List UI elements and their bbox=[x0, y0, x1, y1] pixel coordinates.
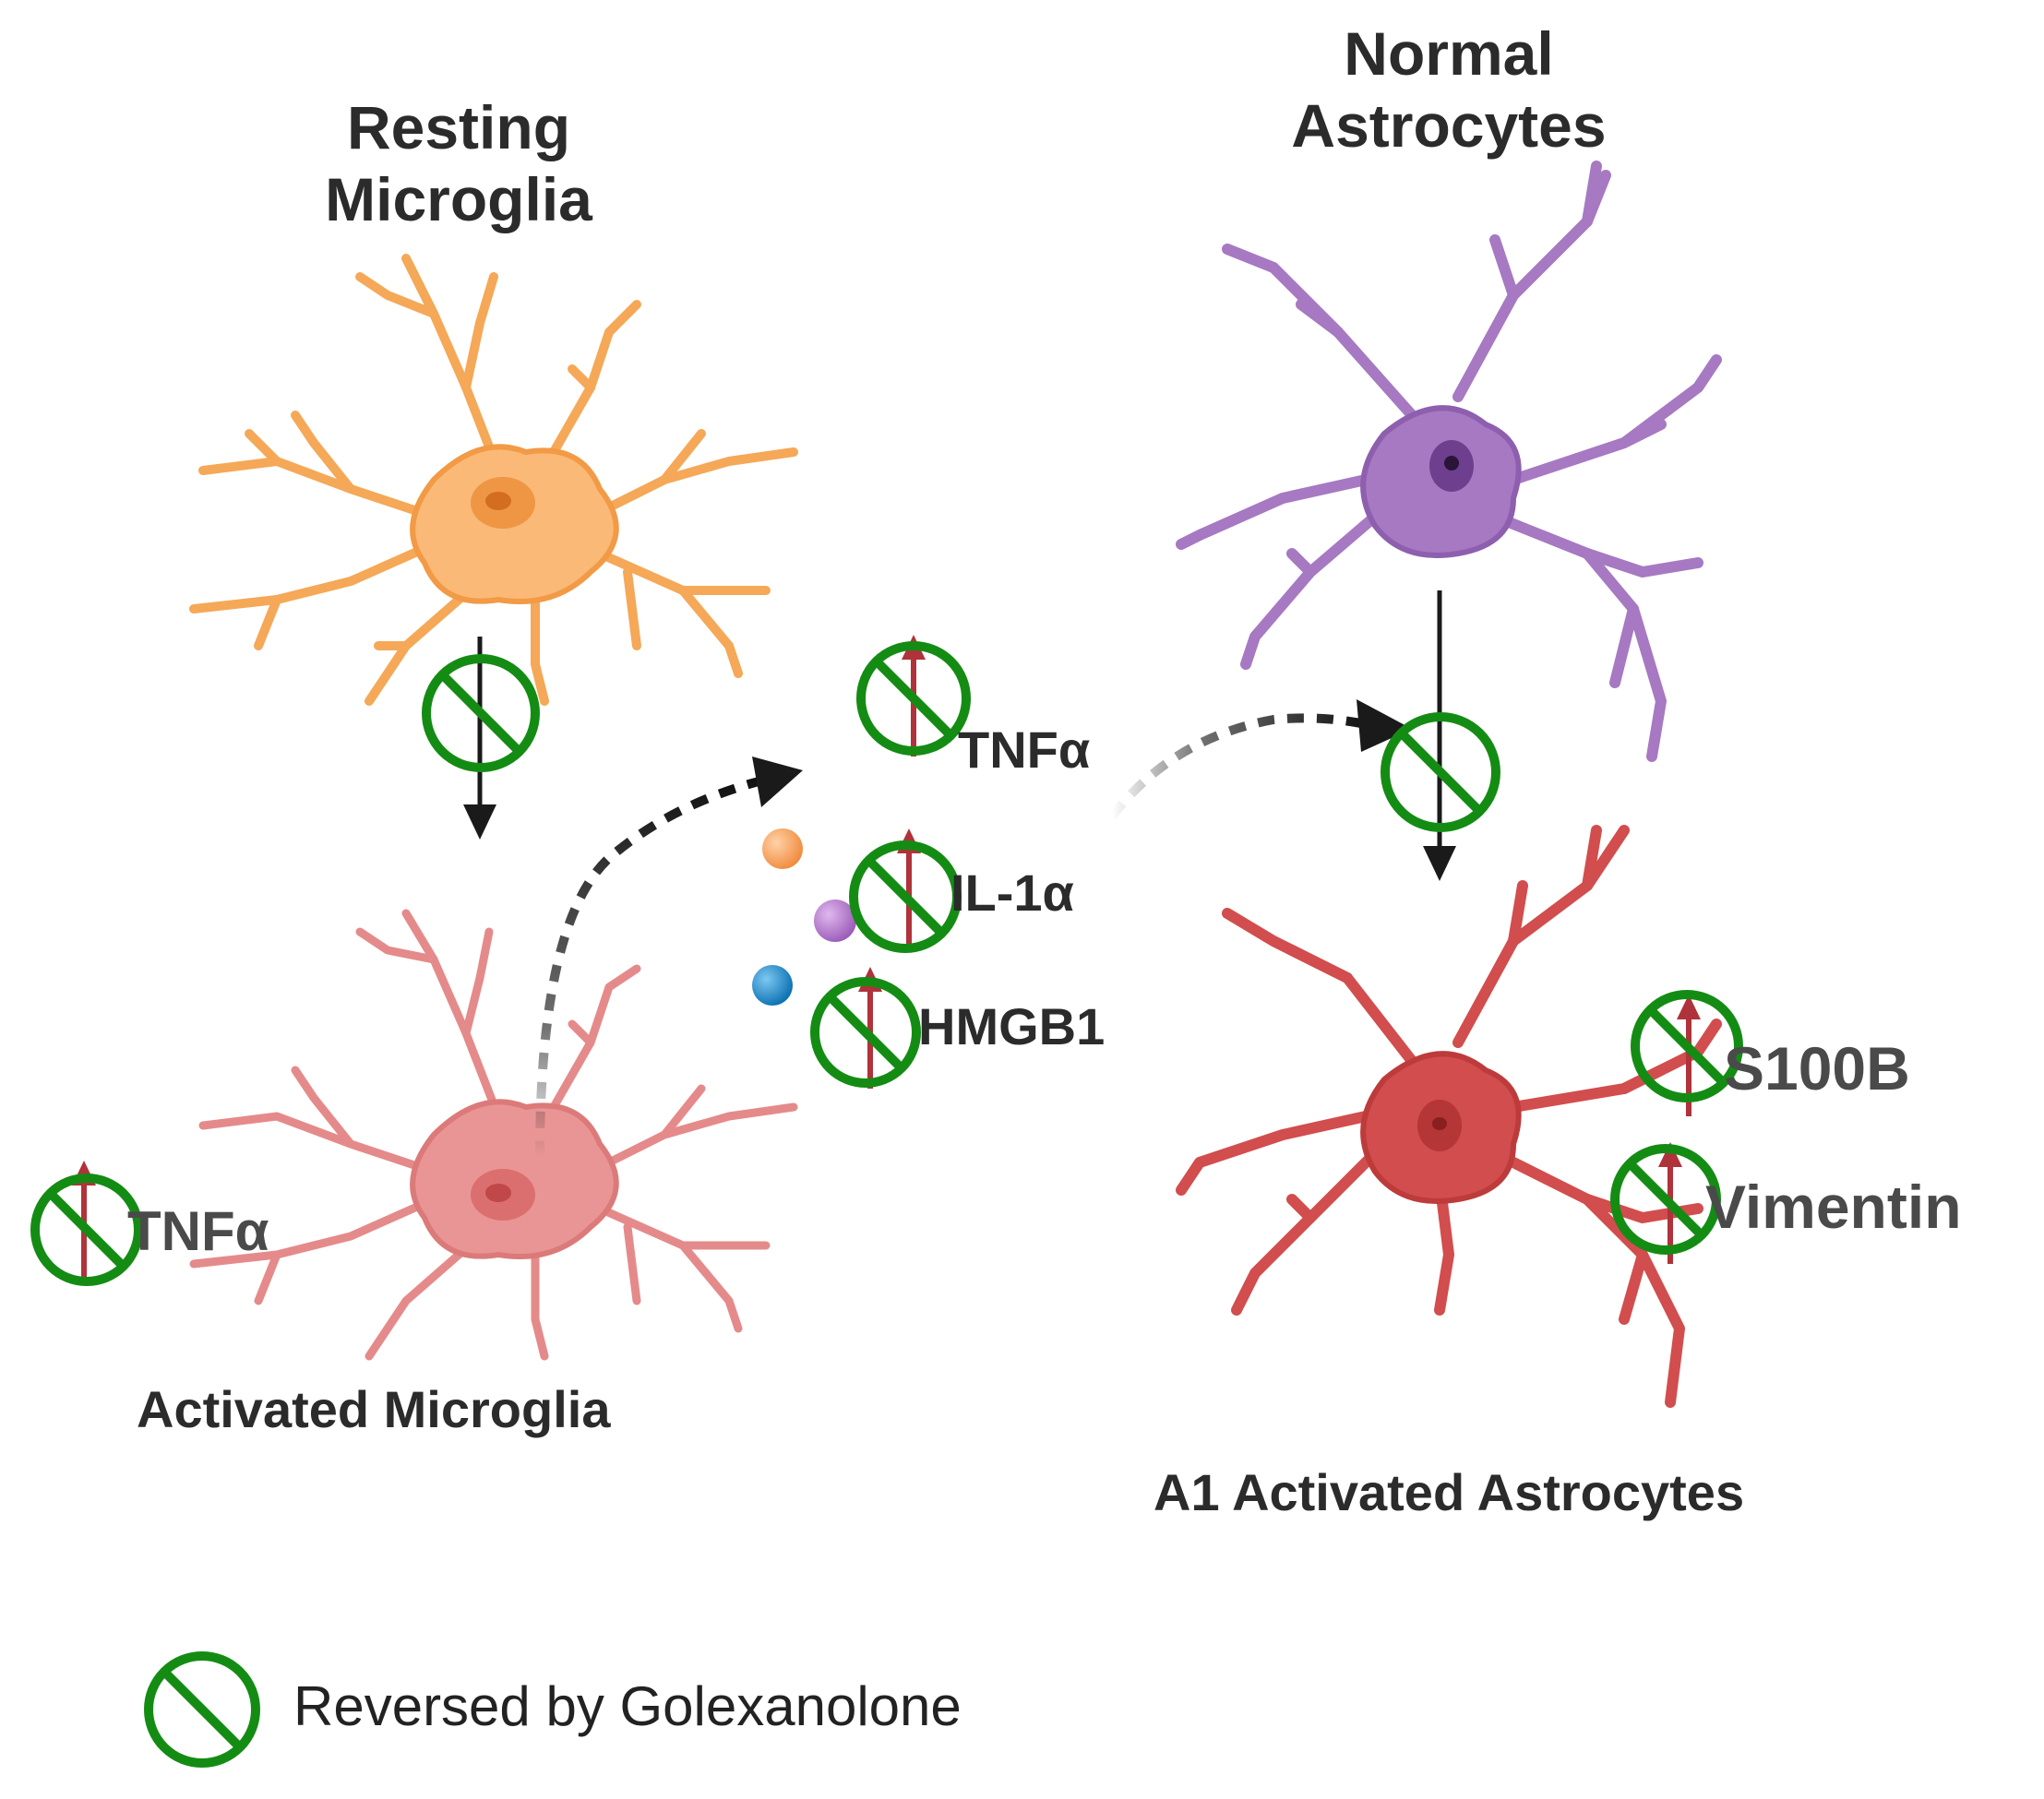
microglia-activation-arrow bbox=[463, 637, 496, 840]
released-tnf-label: TNFα bbox=[958, 721, 1091, 779]
normal-astrocytes-line1: Normal bbox=[1344, 19, 1554, 88]
inhibition-symbol-icon bbox=[856, 641, 971, 756]
inhibition-symbol-icon bbox=[422, 654, 540, 772]
vimentin-label: Vimentin bbox=[1705, 1173, 1962, 1241]
legend-label: Reversed by Golexanolone bbox=[293, 1675, 962, 1737]
cytokine-dot-icon bbox=[752, 965, 793, 1006]
released-il1-label: IL-1α bbox=[950, 864, 1074, 922]
inhibition-symbol-icon bbox=[1381, 712, 1500, 832]
inhibition-symbol-icon bbox=[1631, 990, 1743, 1102]
cytokine-dot-icon bbox=[762, 828, 803, 869]
inhibition-symbol-icon bbox=[30, 1174, 143, 1286]
resting-microglia-cell bbox=[189, 254, 798, 706]
a1-astrocyte-cell bbox=[1176, 825, 1722, 1408]
a1-astrocytes-title: A1 Activated Astrocytes bbox=[1153, 1463, 1745, 1521]
resting-microglia-line1: Resting bbox=[346, 93, 571, 161]
cytokine-release-arrow bbox=[535, 757, 803, 1159]
microglia-tnf-label: TNFα bbox=[127, 1200, 269, 1262]
inhibition-symbol-icon bbox=[810, 977, 921, 1088]
resting-microglia-line2: Microglia bbox=[325, 164, 592, 233]
inhibition-symbol-icon bbox=[1610, 1144, 1721, 1255]
s100b-label: S100B bbox=[1724, 1034, 1910, 1102]
normal-astrocytes-title: Normal Astrocytes bbox=[1291, 18, 1606, 162]
cytokine-dot-icon bbox=[814, 900, 856, 942]
activated-microglia-title: Activated Microglia bbox=[137, 1380, 611, 1438]
astrocyte-signal-arrow bbox=[1108, 699, 1412, 820]
astrocyte-activation-arrow bbox=[1423, 590, 1456, 881]
normal-astrocyte-cell bbox=[1176, 161, 1722, 762]
legend-inhibition-icon bbox=[144, 1651, 260, 1768]
inhibition-symbol-icon bbox=[849, 840, 962, 953]
released-hmgb1-label: HMGB1 bbox=[918, 997, 1106, 1055]
activated-microglia-cell bbox=[189, 909, 798, 1361]
normal-astrocytes-line2: Astrocytes bbox=[1291, 90, 1607, 160]
resting-microglia-title: Resting Microglia bbox=[325, 92, 592, 236]
